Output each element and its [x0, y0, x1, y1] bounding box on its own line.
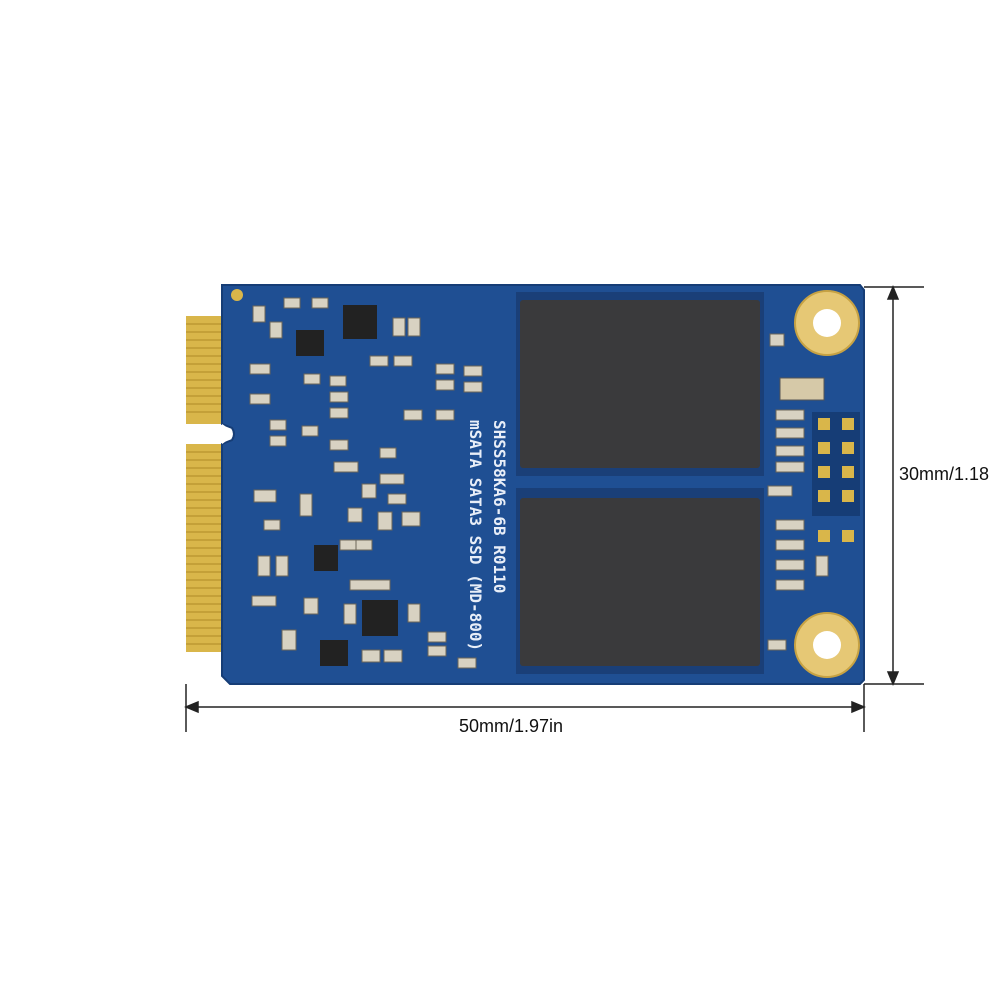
height-dimension-label: 30mm/1.18: [899, 464, 990, 484]
dimension-lines: [184, 285, 924, 732]
gold-connector: [186, 316, 222, 652]
mounting-hole-top: [794, 290, 860, 356]
capacitor: [779, 377, 825, 401]
ic-chip: [314, 545, 338, 571]
fiducial-mark: [231, 289, 243, 301]
flash-chip-top: [516, 292, 764, 476]
ic-chip: [320, 640, 348, 666]
ic-chip: [296, 330, 324, 356]
flash-chip-bottom: [516, 488, 764, 674]
passive-components: [249, 297, 829, 669]
svg-text:mSATA SATA3 SSD (MD-800): mSATA SATA3 SSD (MD-800): [466, 420, 485, 651]
silkscreen-text: mSATA SATA3 SSD (MD-800) SHSS58KA6-6B R0…: [466, 420, 509, 651]
svg-text:SHSS58KA6-6B R0110: SHSS58KA6-6B R0110: [490, 420, 509, 593]
ic-chip: [362, 600, 398, 636]
width-dimension-label: 50mm/1.97in: [459, 716, 564, 736]
mounting-hole-bottom: [794, 612, 860, 678]
ic-chip: [343, 305, 377, 339]
pin-header: [812, 412, 860, 542]
